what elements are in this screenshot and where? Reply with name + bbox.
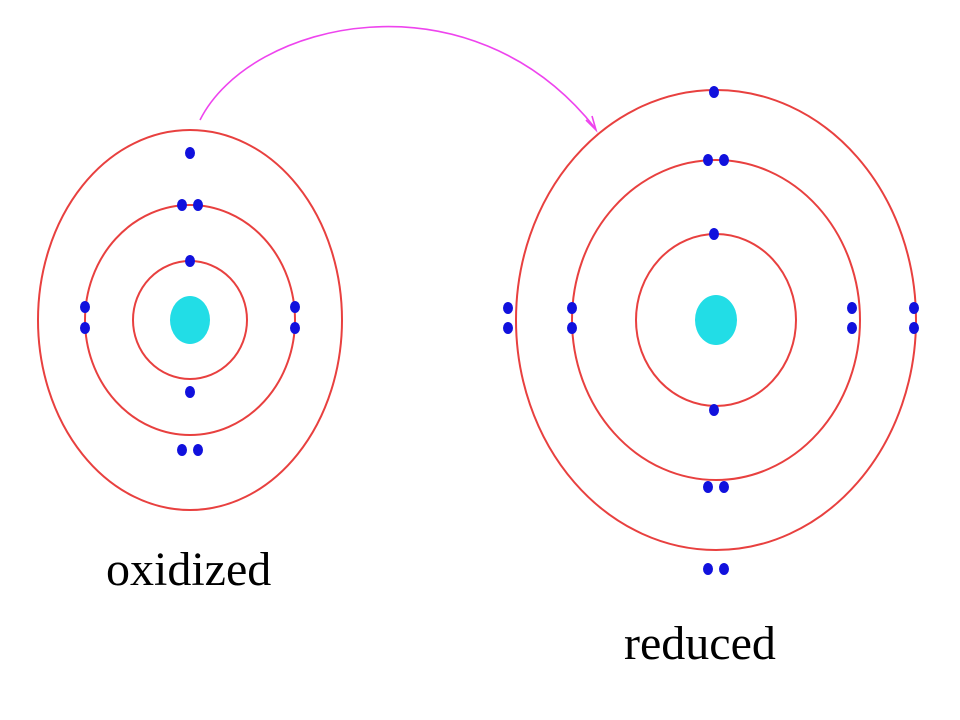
electron: [909, 322, 919, 334]
nucleus: [695, 295, 737, 345]
electron-shell-3: [37, 129, 343, 511]
electron: [719, 154, 729, 166]
electron: [703, 154, 713, 166]
electron: [719, 481, 729, 493]
arrowhead-icon: [585, 115, 598, 133]
electron: [80, 322, 90, 334]
electron: [567, 302, 577, 314]
nucleus: [170, 296, 210, 344]
electron: [193, 199, 203, 211]
electron: [719, 563, 729, 575]
reduced-label: reduced: [624, 617, 776, 670]
electron: [503, 322, 513, 334]
electron: [185, 147, 195, 159]
reduced-atom: [503, 86, 919, 575]
electron: [193, 444, 203, 456]
electron: [185, 386, 195, 398]
electron: [503, 302, 513, 314]
electron: [290, 322, 300, 334]
electron: [847, 302, 857, 314]
electron-shell-2: [571, 159, 861, 481]
electron: [185, 255, 195, 267]
electron: [177, 444, 187, 456]
electron: [709, 228, 719, 240]
electron: [703, 481, 713, 493]
oxidized-label: oxidized: [106, 543, 272, 596]
electron-transfer-arrow: [199, 25, 596, 129]
electron: [177, 199, 187, 211]
electron: [703, 563, 713, 575]
electron: [709, 86, 719, 98]
electron-shell-2: [84, 204, 296, 436]
electron: [709, 404, 719, 416]
electron: [80, 301, 90, 313]
electron: [290, 301, 300, 313]
electron: [567, 322, 577, 334]
oxidized-atom: [37, 129, 343, 511]
electron: [847, 322, 857, 334]
electron: [909, 302, 919, 314]
